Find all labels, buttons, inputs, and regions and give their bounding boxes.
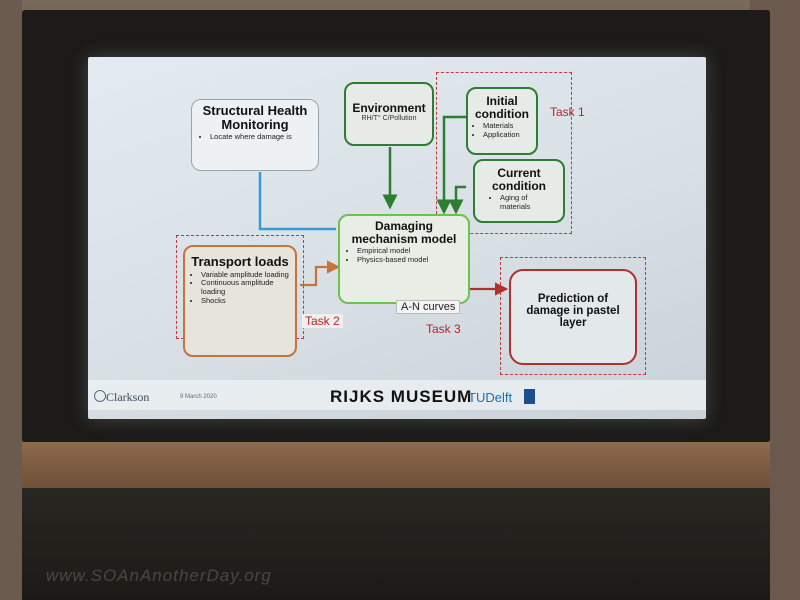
wall-left <box>0 0 22 600</box>
arrow-monitoring <box>258 172 336 231</box>
transport-bullet: Variable amplitude loading <box>201 270 291 280</box>
clarkson-logo-icon <box>94 390 106 402</box>
slide-footer <box>88 380 706 410</box>
task2-label: Task 2 <box>302 314 343 328</box>
damaging-mechanism-title: Damaging mechanism model <box>351 219 457 246</box>
footer-org: Clarkson <box>106 390 150 404</box>
initial-bullet: Materials <box>483 122 533 131</box>
arrow-transport <box>300 260 341 287</box>
current-condition-title: Current condition <box>492 166 546 193</box>
current-condition-box: Current condition Aging of materials <box>473 159 565 223</box>
task3-label: Task 3 <box>426 322 461 336</box>
structural-bullet: Locate where damage is <box>210 133 312 142</box>
arrow-current <box>448 185 466 215</box>
transport-bullet: Shocks <box>201 296 291 306</box>
transport-loads-box: Transport loads Variable amplitude loadi… <box>183 245 297 357</box>
footer-delft: TUDelft <box>468 390 513 405</box>
initial-condition-title: Initial condition <box>475 94 529 121</box>
task3-region <box>500 257 646 375</box>
an-curves-label: A-N curves <box>396 300 461 314</box>
current-bullet: Aging of materials <box>500 193 560 211</box>
damaging-bullet: Physics-based model <box>357 255 463 265</box>
projected-slide: Structural Health Monitoring Locate wher… <box>88 57 706 419</box>
environment-box: Environment RH/T° C/Pollution <box>344 82 434 146</box>
structural-health-box: Structural Health Monitoring Locate wher… <box>191 99 319 171</box>
task1-region <box>436 72 572 234</box>
initial-condition-box: Initial condition Materials Application <box>466 87 538 155</box>
structural-health-title: Structural Health Monitoring <box>202 103 308 132</box>
initial-bullet: Application <box>483 130 533 140</box>
partner-logo-icon <box>524 389 535 404</box>
transport-loads-title: Transport loads <box>191 254 289 269</box>
prediction-box: Prediction of damage in pastel layer <box>509 269 637 365</box>
environment-subtitle: RH/T° C/Pollution <box>361 114 417 122</box>
watermark-text: www.SOAnAnotherDay.org <box>46 566 272 585</box>
damaging-bullet: Empirical model <box>357 247 463 256</box>
transport-bullet: Continuous amplitude loading <box>201 278 291 296</box>
environment-title: Environment <box>352 101 426 115</box>
wooden-shelf <box>22 442 770 488</box>
damaging-mechanism-box: Damaging mechanism model Empirical model… <box>338 214 470 304</box>
footer-date: 9 March 2020 <box>180 394 217 400</box>
cabinet-base <box>22 488 770 600</box>
footer-museum: RIJKS MUSEUM <box>330 387 473 406</box>
arrow-initial <box>436 115 466 215</box>
flow-arrows <box>258 115 509 296</box>
task1-label: Task 1 <box>550 105 585 119</box>
prediction-title: Prediction of damage in pastel layer <box>526 293 620 330</box>
